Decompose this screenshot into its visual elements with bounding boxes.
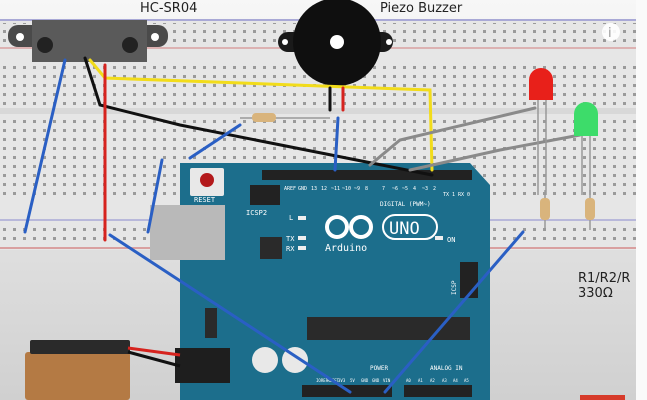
- wires: [23, 56, 582, 394]
- digital-header: [262, 170, 472, 180]
- svg-text:~6: ~6: [392, 186, 398, 192]
- led-red: [529, 68, 553, 195]
- svg-text:8: 8: [365, 186, 368, 192]
- model-label: UNO: [389, 219, 420, 239]
- battery-9v: [25, 340, 181, 400]
- buzzer-caption: Piezo Buzzer: [380, 1, 463, 16]
- arduino-uno-board: RESET ICSP2 DIGITAL (PWM~) AREF GND 13 1…: [150, 163, 490, 400]
- svg-text:ICSP: ICSP: [451, 280, 458, 295]
- svg-text:A2: A2: [430, 378, 435, 383]
- svg-text:~9: ~9: [354, 186, 360, 192]
- digital-label: DIGITAL (PWM~): [380, 201, 431, 208]
- svg-text:~10: ~10: [342, 186, 351, 192]
- svg-text:2: 2: [433, 186, 436, 192]
- svg-text:ON: ON: [447, 236, 455, 244]
- wire-gray: [368, 106, 537, 167]
- right-edge: [636, 0, 647, 400]
- svg-text:4: 4: [413, 186, 416, 192]
- arduino-logo: UNO Arduino: [325, 214, 438, 254]
- svg-text:A0: A0: [406, 378, 411, 383]
- svg-text:7: 7: [382, 186, 385, 192]
- ultrasonic-sensor: [8, 20, 168, 62]
- piezo-buzzer: [278, 0, 393, 86]
- icsp2-label: ICSP2: [246, 209, 267, 217]
- resistor-note-line2: 330Ω: [578, 286, 613, 301]
- svg-text:i: i: [608, 26, 612, 41]
- svg-text:TX: TX: [286, 235, 295, 243]
- svg-text:ANALOG IN: ANALOG IN: [430, 365, 463, 372]
- svg-text:TX 1: TX 1: [443, 192, 455, 198]
- svg-text:3V3: 3V3: [338, 378, 346, 383]
- reset-label: RESET: [194, 196, 216, 204]
- svg-text:POWER: POWER: [370, 365, 388, 372]
- svg-text:GND: GND: [372, 378, 380, 383]
- info-icon[interactable]: i: [602, 23, 620, 41]
- wire-black: [83, 56, 434, 177]
- svg-text:12: 12: [321, 186, 327, 192]
- svg-text:RX 0: RX 0: [458, 192, 470, 198]
- resistor-r3: [585, 190, 595, 230]
- svg-text:GND: GND: [361, 378, 369, 383]
- microcontroller-chip: [307, 317, 470, 340]
- svg-text:GND: GND: [298, 186, 307, 192]
- resistor-r2: [540, 190, 550, 230]
- red-marker: [580, 395, 625, 400]
- digital-pin-labels: AREF GND 13 12 ~11 ~10 ~9 8 7 ~6 ~5 4 ~3…: [284, 186, 470, 198]
- svg-text:A5: A5: [464, 378, 469, 383]
- svg-text:AREF: AREF: [284, 186, 296, 192]
- analog-header: [404, 385, 472, 397]
- wire-blue: [23, 58, 67, 234]
- resistor-note-line1: R1/R2/R: [578, 271, 630, 286]
- svg-text:VIN: VIN: [383, 378, 391, 383]
- brand-label: Arduino: [325, 243, 367, 254]
- svg-text:A4: A4: [453, 378, 458, 383]
- svg-text:~5: ~5: [402, 186, 408, 192]
- dc-jack: [175, 348, 230, 383]
- led-green: [574, 102, 598, 195]
- svg-text:A3: A3: [442, 378, 447, 383]
- svg-text:A1: A1: [418, 378, 423, 383]
- svg-text:IOREF: IOREF: [316, 378, 329, 383]
- svg-text:13: 13: [311, 186, 317, 192]
- svg-text:L: L: [289, 214, 293, 222]
- sensor-caption: HC-SR04: [140, 1, 197, 16]
- svg-text:~11: ~11: [331, 186, 340, 192]
- resistor-r1: [240, 113, 330, 122]
- wire-yellow: [88, 58, 434, 172]
- svg-text:5V: 5V: [350, 378, 355, 383]
- usb-port: [150, 205, 225, 260]
- svg-text:~3: ~3: [422, 186, 428, 192]
- svg-text:RX: RX: [286, 245, 295, 253]
